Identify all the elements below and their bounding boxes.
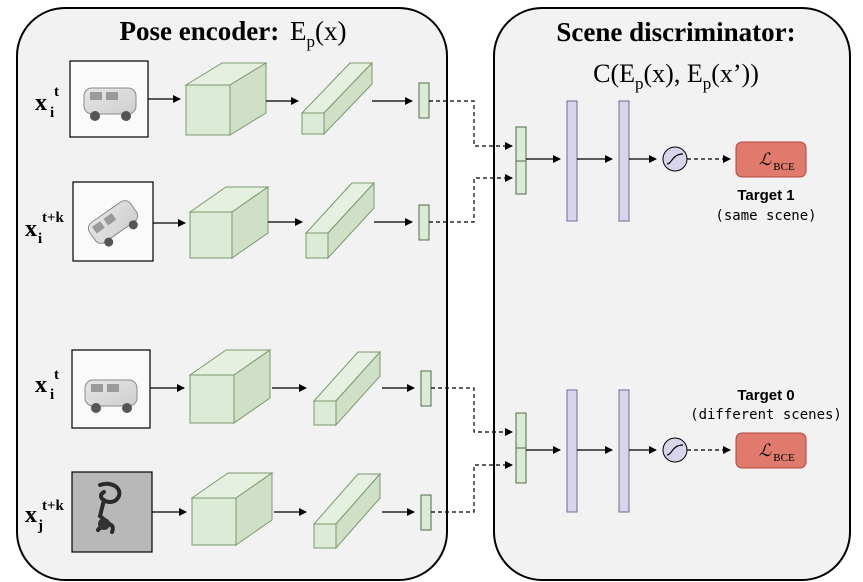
svg-text:ℒ: ℒ	[759, 441, 772, 460]
encoder-row-1	[148, 61, 430, 136]
scene-discriminator-formula: C(Ep(x), Ep(x’))	[593, 59, 759, 93]
input-label: x i t+k	[25, 210, 65, 247]
discriminator-branch-2	[515, 389, 657, 513]
svg-text:t+k: t+k	[42, 498, 65, 514]
svg-text:BCE: BCE	[773, 452, 795, 464]
scene-discriminator-title: Scene discriminator:	[556, 17, 795, 47]
input-label: x i t	[35, 367, 59, 403]
sigmoid-icon	[662, 437, 688, 463]
input-image-bicycle	[71, 471, 153, 553]
input-image-van	[72, 181, 154, 262]
target-description: (different scenes)	[690, 407, 842, 423]
input-label: x i t	[35, 84, 59, 121]
encoder-row-4	[152, 472, 432, 550]
input-image-van	[71, 349, 151, 429]
encoder-row-2	[153, 181, 430, 260]
svg-text:t: t	[54, 367, 59, 383]
encoder-row-3	[150, 349, 432, 427]
sigmoid-icon	[662, 146, 688, 172]
scene-discriminator-panel	[493, 7, 851, 581]
svg-text:x: x	[35, 372, 47, 398]
pose-encoder-title: Pose encoder: Ep(x)	[120, 16, 347, 51]
bce-loss-box: ℒ BCE	[735, 432, 807, 469]
svg-text:x: x	[25, 502, 37, 528]
svg-text:i: i	[50, 387, 54, 403]
svg-text:ℒ: ℒ	[759, 150, 772, 169]
svg-text:x: x	[35, 90, 47, 116]
dashed-connectors	[429, 100, 513, 513]
svg-text:BCE: BCE	[773, 161, 795, 173]
svg-text:i: i	[50, 105, 54, 121]
target-label: Target 1	[737, 187, 794, 204]
input-label: x j t+k	[25, 498, 65, 534]
svg-text:j: j	[37, 518, 43, 534]
target-description: (same scene)	[715, 208, 816, 224]
target-label: Target 0	[737, 387, 794, 404]
bce-loss-box: ℒ BCE	[735, 141, 807, 178]
svg-text:x: x	[25, 216, 37, 242]
pose-encoder-panel	[16, 7, 448, 581]
input-image-van	[69, 60, 149, 138]
svg-text:t+k: t+k	[42, 210, 65, 226]
svg-text:t: t	[54, 84, 59, 100]
discriminator-branch-1	[515, 100, 657, 222]
svg-text:i: i	[38, 231, 42, 247]
